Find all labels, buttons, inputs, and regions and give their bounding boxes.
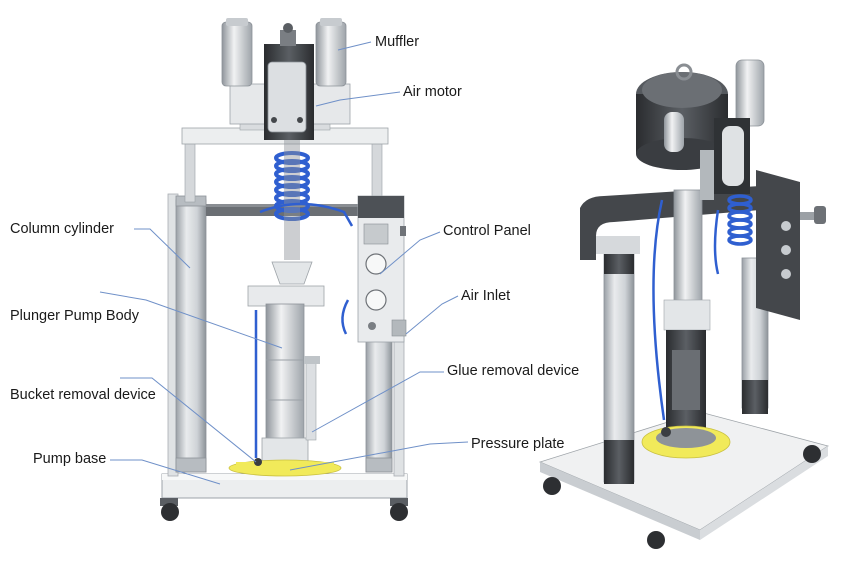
right-machine: [538, 59, 829, 549]
leader-control-panel: [379, 231, 441, 275]
leader-pump-base: [110, 459, 221, 485]
label-air-motor: Air motor: [403, 84, 462, 100]
leader-bucket-removal-device: [120, 377, 257, 463]
label-column-cylinder: Column cylinder: [10, 221, 114, 237]
muffler-left: [221, 21, 253, 87]
label-muffler: Muffler: [375, 34, 420, 50]
leader-muffler: [337, 41, 372, 51]
leader-plunger-pump-body: [99, 291, 283, 349]
leader-column-cylinder: [134, 228, 191, 269]
column-cylinder-left: [175, 199, 207, 473]
label-pump-base: Pump base: [33, 451, 107, 467]
caster-wheel: [543, 445, 821, 549]
leader-pressure-plate: [289, 441, 469, 471]
coil-hose: [274, 151, 310, 221]
label-pressure-plate: Pressure plate: [471, 436, 565, 452]
caster-wheel: [160, 498, 408, 521]
left-machine: [160, 18, 408, 521]
label-plunger-pump-body: Plunger Pump Body: [10, 308, 139, 324]
label-glue-removal-device: Glue removal device: [447, 363, 580, 379]
muffler-right: [315, 21, 347, 87]
leader-air-inlet: [405, 295, 459, 335]
label-control-panel: Control Panel: [443, 223, 531, 239]
leader-lines: [99, 41, 469, 485]
leader-air-motor: [315, 91, 401, 107]
muffler-perspective: [735, 59, 765, 127]
plunger-pump-body: [265, 303, 305, 445]
label-bucket-removal-device: Bucket removal device: [10, 387, 156, 403]
coil-hose-perspective: [727, 194, 753, 246]
leader-glue-removal-device: [311, 371, 444, 433]
label-air-inlet: Air Inlet: [461, 288, 511, 304]
